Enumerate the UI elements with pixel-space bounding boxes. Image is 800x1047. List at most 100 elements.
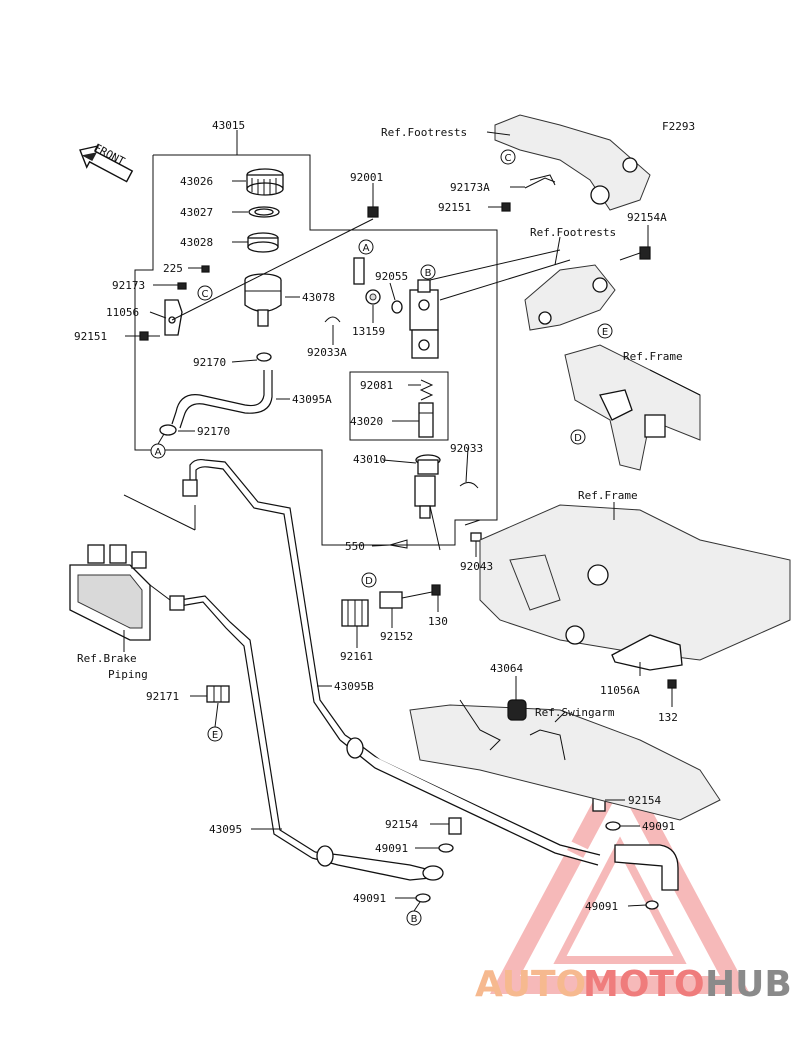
part-label-92171: 92171 [146, 690, 179, 703]
brake-line-43095 [169, 595, 431, 881]
bolt-92151-right [501, 202, 511, 212]
svg-text:MOTO: MOTO [583, 964, 705, 1005]
frame-sketch-upper [564, 344, 701, 471]
circlip-92033A [324, 316, 341, 323]
clip-92173 [177, 282, 187, 290]
part-label-43095: 43095 [209, 823, 242, 836]
part-label-225: 225 [163, 262, 183, 275]
bracket-11056A [611, 634, 683, 671]
front-arrow-icon [79, 144, 134, 183]
part-label-130: 130 [428, 615, 448, 628]
ref-footrests-top: Ref.Footrests [381, 126, 467, 139]
callout-A-lower: A [150, 433, 166, 459]
abs-unit [69, 544, 151, 641]
callout-B-lower: B [406, 901, 422, 926]
clip-92173A [524, 177, 556, 189]
part-label-92161: 92161 [340, 650, 373, 663]
boot-43010 [415, 454, 441, 475]
callout-D-right: D [570, 429, 586, 445]
part-label-43064: 43064 [490, 662, 523, 675]
callout-C-right: C [500, 149, 516, 165]
svg-text:A: A [155, 447, 162, 458]
hose-clamp-lower [159, 424, 177, 436]
part-label-43015: 43015 [212, 119, 245, 132]
part-label-92033A: 92033A [307, 346, 347, 359]
hose-fitting-A [353, 257, 365, 285]
bolt-130 [401, 584, 441, 599]
footrest-frame-top [494, 114, 651, 211]
figure-code: F2293 [662, 120, 695, 133]
part-label-92033: 92033 [450, 442, 483, 455]
part-label-11056: 11056 [106, 306, 139, 319]
svg-text:HUB: HUB [705, 964, 792, 1005]
oring-92055 [391, 300, 403, 314]
svg-text:E: E [212, 730, 218, 741]
reservoir-plate [248, 206, 280, 218]
part-label-92173A: 92173A [450, 181, 490, 194]
part-label-13159: 13159 [352, 325, 385, 338]
svg-text:AUTO: AUTO [475, 964, 586, 1005]
hose-clamp-upper [256, 352, 272, 362]
assembly-boundary [134, 154, 498, 546]
brake-line-43095B [182, 458, 601, 866]
banjo-bolt-92001 [367, 206, 379, 218]
part-label-43020: 43020 [350, 415, 383, 428]
ref-footrests-mid: Ref.Footrests [530, 226, 616, 239]
circlip-92033 [459, 482, 479, 489]
master-cylinder-body [409, 279, 439, 359]
piston-kit-box [349, 371, 449, 441]
callout-A-upper: A [358, 239, 374, 255]
reservoir-diaphragm [247, 232, 279, 253]
svg-text:D: D [365, 576, 373, 587]
part-label-92170-upper: 92170 [193, 356, 226, 369]
frame-sketch-lower [479, 504, 791, 661]
part-label-49091-center-lower: 49091 [353, 892, 386, 905]
part-label-92055: 92055 [375, 270, 408, 283]
part-label-132: 132 [658, 711, 678, 724]
part-label-92001: 92001 [350, 171, 383, 184]
part-label-43010: 43010 [353, 453, 386, 466]
washer-49091-center-upper [438, 843, 454, 853]
caliper-fitting-right [614, 844, 679, 891]
part-label-92151-right: 92151 [438, 201, 471, 214]
svg-text:B: B [411, 914, 418, 925]
part-label-43095A: 43095A [292, 393, 332, 406]
ref-brake-piping-line1: Ref.Brake [77, 652, 137, 665]
part-label-92081: 92081 [360, 379, 393, 392]
part-label-11056A: 11056A [600, 684, 640, 697]
washer-49091-right-lower [645, 900, 659, 910]
part-label-43027: 43027 [180, 206, 213, 219]
part-label-43026: 43026 [180, 175, 213, 188]
banjo-fitting-center [422, 865, 444, 881]
part-label-92154A: 92154A [627, 211, 667, 224]
ref-frame-lower: Ref.Frame [578, 489, 638, 502]
svg-text:B: B [425, 268, 432, 279]
callout-E-right: E [597, 323, 613, 339]
part-label-92154-center: 92154 [385, 818, 418, 831]
part-label-49091-center-upper: 49091 [375, 842, 408, 855]
hose-guide-92171 [206, 685, 230, 703]
reservoir-cap [246, 168, 284, 196]
reservoir-bracket [164, 299, 183, 336]
bolt-92154A [619, 246, 651, 261]
leader-lines [123, 131, 701, 907]
part-label-92151-left: 92151 [74, 330, 107, 343]
push-rod [414, 475, 436, 519]
washer-49091-center-lower [415, 893, 431, 903]
svg-text:D: D [574, 433, 582, 444]
pedal-bushing-92161 [341, 599, 369, 627]
part-label-43028: 43028 [180, 236, 213, 249]
spring-92081 [419, 379, 434, 401]
part-label-49091-right-lower: 49091 [585, 900, 618, 913]
svg-text:A: A [363, 243, 370, 254]
ref-frame-upper: Ref.Frame [623, 350, 683, 363]
part-label-92043: 92043 [460, 560, 493, 573]
reservoir-body [244, 273, 282, 327]
ref-brake-piping-line2: Piping [108, 668, 148, 681]
part-label-92173: 92173 [112, 279, 145, 292]
callout-C-left: C [197, 285, 213, 301]
part-label-43078: 43078 [302, 291, 335, 304]
bolt-132 [667, 679, 677, 689]
damper-43064 [507, 699, 527, 721]
